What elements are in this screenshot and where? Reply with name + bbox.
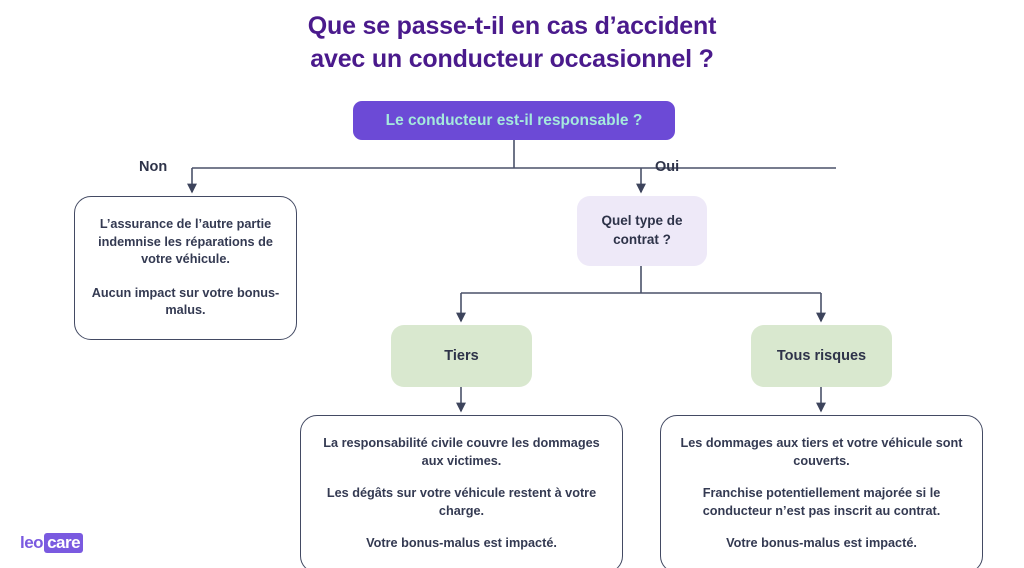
edge-label-non: Non xyxy=(139,159,168,175)
node-root-decision-label: Le conducteur est-il responsable ? xyxy=(385,111,643,129)
page-title: Que se passe-t-il en cas d’accident avec… xyxy=(0,10,1024,75)
tiers-outcome-paragraph-2: Les dégâts sur votre véhicule restent à … xyxy=(326,486,597,518)
tous-risques-outcome-paragraph-2: Franchise potentiellement majorée si le … xyxy=(702,486,941,518)
no-outcome-paragraph-2: Aucun impact sur votre bonus-malus. xyxy=(91,285,280,318)
node-option-tous-risques-label: Tous risques xyxy=(776,348,867,364)
tiers-outcome-paragraph-3: Votre bonus-malus est impacté. xyxy=(366,536,557,551)
page-title-line-1: Que se passe-t-il en cas d’accident xyxy=(307,12,717,40)
tous-risques-outcome-paragraph-3: Votre bonus-malus est impacté. xyxy=(726,536,917,551)
node-tiers-outcome[interactable]: La responsabilité civile couvre les domm… xyxy=(300,415,623,568)
tiers-outcome-paragraph-1: La responsabilité civile couvre les domm… xyxy=(323,436,600,468)
node-root-decision[interactable]: Le conducteur est-il responsable ? xyxy=(353,101,675,140)
node-option-tiers[interactable]: Tiers xyxy=(391,325,532,387)
logo-text-leo: leo xyxy=(20,533,44,552)
node-no-outcome[interactable]: L’assurance de l’autre partie indemnise … xyxy=(74,196,297,340)
node-option-tiers-label: Tiers xyxy=(444,348,479,364)
leocare-logo[interactable]: leo care xyxy=(20,532,84,554)
page-title-line-2: avec un conducteur occasionnel ? xyxy=(310,44,714,73)
node-contract-decision-label: Quel type de contrat ? xyxy=(601,213,683,247)
tous-risques-outcome-paragraph-1: Les dommages aux tiers et votre véhicule… xyxy=(680,436,963,468)
logo-text-care: care xyxy=(44,532,84,554)
node-contract-decision[interactable]: Quel type de contrat ? xyxy=(577,196,707,266)
no-outcome-paragraph-1: L’assurance de l’autre partie indemnise … xyxy=(98,217,273,267)
node-tous-risques-outcome[interactable]: Les dommages aux tiers et votre véhicule… xyxy=(660,415,983,568)
node-option-tous-risques[interactable]: Tous risques xyxy=(751,325,892,387)
edge-label-oui: Oui xyxy=(655,159,680,175)
